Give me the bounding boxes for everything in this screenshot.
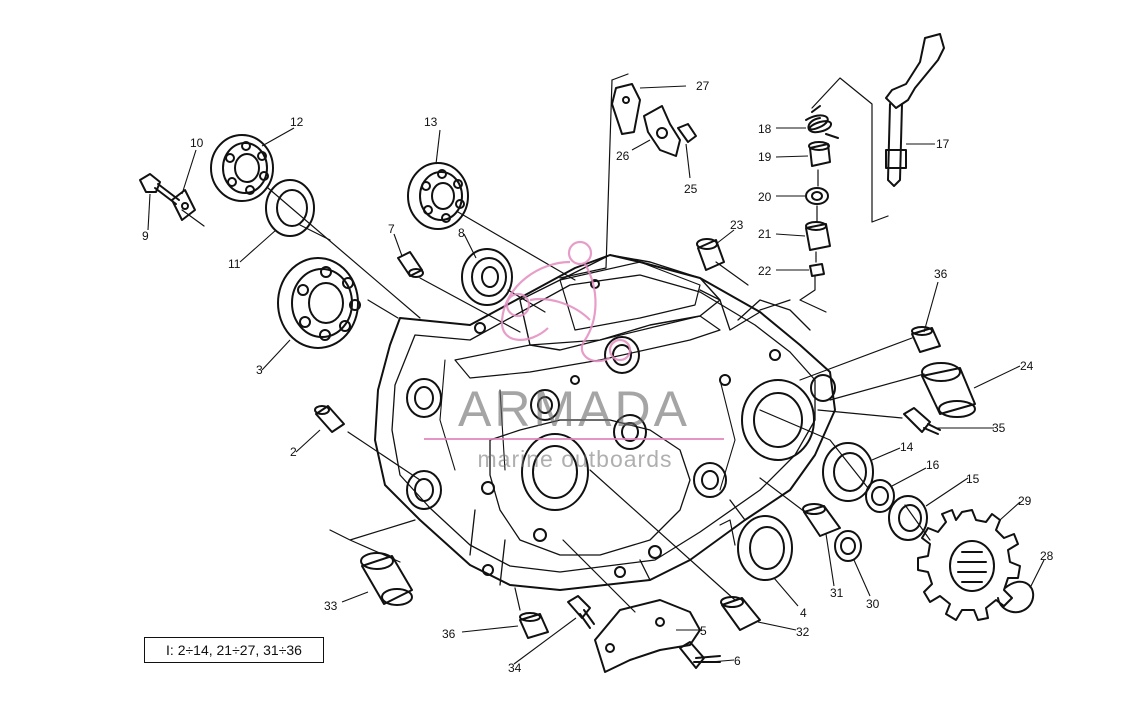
assembly-guide-lines <box>181 73 931 613</box>
collar-20 <box>805 187 829 205</box>
callout-35: 35 <box>992 421 1006 435</box>
callout-21: 21 <box>758 227 772 241</box>
bearing-15 <box>888 495 928 541</box>
callout-36-lower: 36 <box>442 627 456 641</box>
callout-5: 5 <box>700 624 707 638</box>
callout-10: 10 <box>190 136 204 150</box>
circlip-28 <box>997 580 1035 614</box>
housing-bores <box>406 279 836 578</box>
callout-2: 2 <box>290 445 297 459</box>
spring-18 <box>805 105 839 139</box>
callout-13: 13 <box>424 115 438 129</box>
callout-7: 7 <box>388 222 395 236</box>
seal-14 <box>822 442 874 502</box>
callout-32: 32 <box>796 625 810 639</box>
callout-9: 9 <box>142 229 149 243</box>
bushing-31 <box>802 503 841 537</box>
bearing-3 <box>277 257 361 349</box>
plunger-22 <box>809 263 825 277</box>
detent-21 <box>805 221 831 251</box>
callout-16: 16 <box>926 458 940 472</box>
callout-30: 30 <box>866 597 880 611</box>
bushing-7 <box>397 251 424 278</box>
dowel-36-upper <box>911 326 941 353</box>
callout-12: 12 <box>290 115 304 129</box>
callout-34: 34 <box>508 661 522 675</box>
callout-31: 31 <box>830 586 844 600</box>
crankcase-housing <box>374 254 836 591</box>
legend-text: I: 2÷14, 21÷27, 31÷36 <box>166 642 302 658</box>
seal-11 <box>265 179 315 237</box>
callout-14: 14 <box>900 440 914 454</box>
callout-15: 15 <box>966 472 980 486</box>
bushing-24 <box>921 362 976 418</box>
dowel-36-lower <box>519 612 549 639</box>
watermark-tagline: marine outboards <box>477 446 673 472</box>
callout-23: 23 <box>730 218 744 232</box>
callout-26: 26 <box>616 149 630 163</box>
callout-leaders <box>147 85 1045 665</box>
dowel-2 <box>314 405 345 433</box>
callout-19: 19 <box>758 150 772 164</box>
bracket-27 <box>611 83 641 135</box>
callout-22: 22 <box>758 264 772 278</box>
callout-11: 11 <box>228 257 241 271</box>
callout-29: 29 <box>1018 494 1032 508</box>
washer-30 <box>834 530 862 562</box>
bearing-8 <box>461 248 513 306</box>
ring-16 <box>865 479 895 513</box>
bushing-32 <box>720 596 761 631</box>
watermark-brand: ARMADA <box>458 381 690 437</box>
watermark-divider <box>424 438 724 440</box>
callout-36-upper: 36 <box>934 267 948 281</box>
callout-27: 27 <box>696 79 710 93</box>
callout-25: 25 <box>684 182 698 196</box>
shift-lever-17 <box>885 33 945 187</box>
washer-10 <box>171 189 196 221</box>
callout-8: 8 <box>458 226 465 240</box>
bearing-12 <box>210 134 274 202</box>
callout-20: 20 <box>758 190 772 204</box>
callout-18: 18 <box>758 122 772 136</box>
bolt-35 <box>903 407 941 435</box>
watermark-logo-icon <box>500 240 632 363</box>
callout-17: 17 <box>936 137 950 151</box>
spacer-33 <box>360 552 413 606</box>
callout-3: 3 <box>256 363 263 377</box>
callout-24: 24 <box>1020 359 1034 373</box>
callout-33: 33 <box>324 599 338 613</box>
callout-4: 4 <box>800 606 807 620</box>
callout-28: 28 <box>1040 549 1054 563</box>
cap-19 <box>808 141 831 167</box>
seal-4 <box>737 515 793 581</box>
dowel-23 <box>696 238 725 271</box>
parts-range-legend: I: 2÷14, 21÷27, 31÷36 <box>144 637 324 663</box>
sprocket-29 <box>917 509 1021 621</box>
bearing-13 <box>407 162 469 230</box>
bolt-34 <box>567 595 595 629</box>
callout-6: 6 <box>734 654 741 668</box>
callout-labels: 2 3 4 5 6 7 8 9 10 11 12 13 14 15 16 17 … <box>142 79 1054 675</box>
bracket-26 <box>643 105 681 157</box>
bracket-5 <box>594 599 701 673</box>
bolt-25 <box>677 123 697 143</box>
